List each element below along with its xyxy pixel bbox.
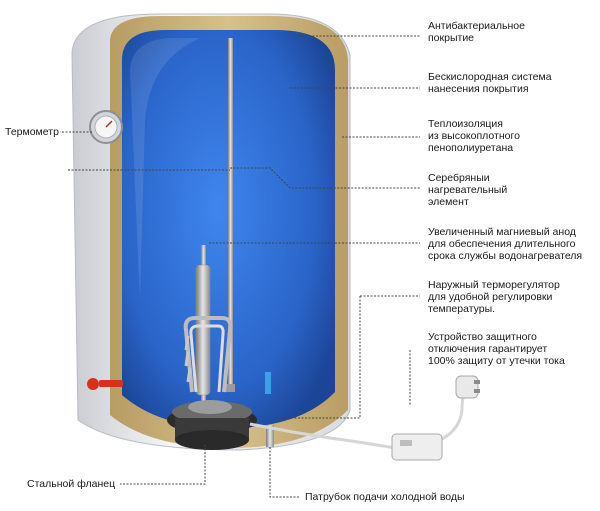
label-cold-water-inlet: Патрубок подачи холодной воды: [305, 491, 465, 503]
leader-lines: [60, 35, 420, 498]
label-thermometer: Термометр: [5, 126, 59, 138]
label-magnesium-anode: Увеличенный магниевый анод для обеспечен…: [428, 226, 583, 262]
steel-flange: [167, 400, 257, 450]
label-steel-flange: Стальной фланец: [27, 478, 116, 490]
label-antibacterial-coating: Антибактериальное покрытие: [428, 20, 525, 44]
label-heating-element: Серебряныи нагревательный элемент: [428, 172, 508, 208]
power-plug-icon: [455, 375, 480, 399]
label-rcd: Устройство защитного отключения гарантир…: [428, 331, 565, 367]
label-insulation: Теплоизоляция из высокоплотного пенополи…: [428, 118, 520, 154]
label-thermostat: Наружный терморегулятор для удобной регу…: [428, 279, 560, 315]
heating-element: [183, 245, 233, 410]
thermometer-dial-icon: [89, 110, 123, 144]
label-oxygen-free-coating: Бескислородная система нанесения покрыти…: [428, 71, 552, 95]
cold-inlet-pipe: [265, 372, 274, 447]
magnesium-anode: [226, 38, 235, 392]
brand-logo: [87, 378, 123, 390]
